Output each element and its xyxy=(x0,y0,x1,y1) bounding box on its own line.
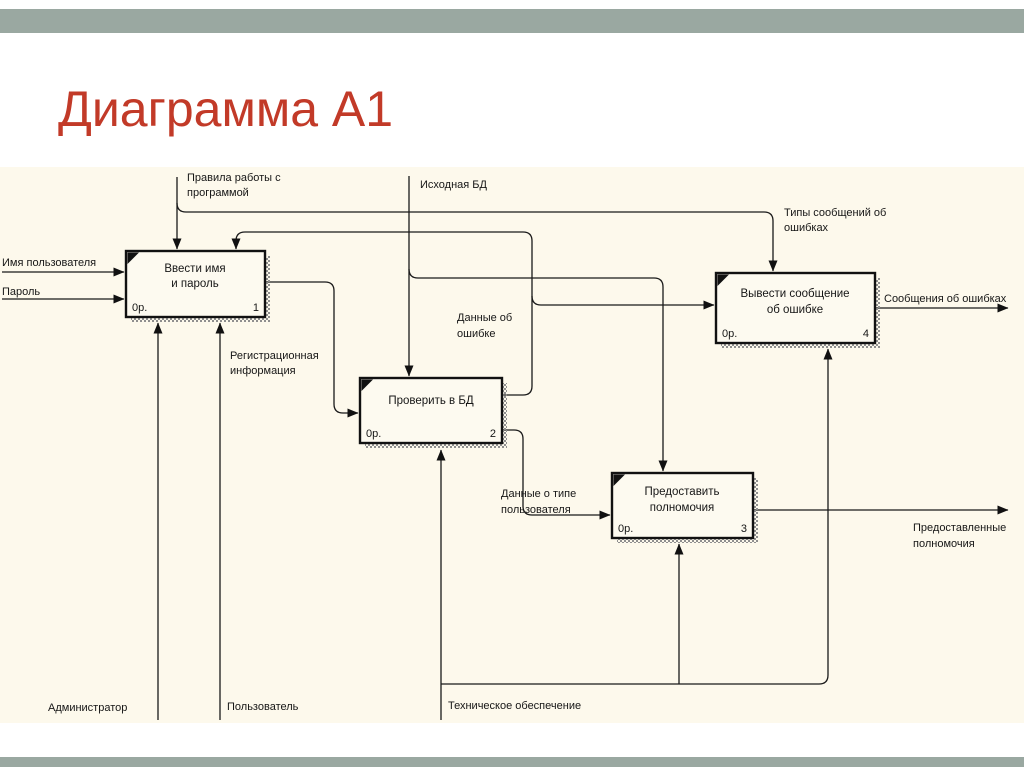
label-user: Пользователь xyxy=(227,701,299,713)
box1-number: 1 xyxy=(253,302,259,314)
activity-box-4: Вывести сообщение об ошибке 0р. 4 xyxy=(714,271,880,348)
label-user-type-line1: Данные о типе xyxy=(501,488,576,500)
box4-corner-mark xyxy=(717,274,729,286)
label-password: Пароль xyxy=(2,286,40,298)
label-error-messages-out: Сообщения об ошибках xyxy=(884,293,1007,305)
label-technical-support: Техническое обеспечение xyxy=(448,700,581,712)
arrow-source-db-control-box3 xyxy=(408,268,668,472)
box2-corner-mark xyxy=(361,379,373,391)
box3-title-line2: полномочия xyxy=(650,502,715,514)
label-error-data-line2: ошибке xyxy=(457,328,495,340)
arrow-error-data-to-box4 xyxy=(531,295,715,310)
activity-box-1: Ввести имя и пароль 0р. 1 xyxy=(124,249,270,322)
box3-title-line1: Предоставить xyxy=(645,486,720,498)
box1-cost: 0р. xyxy=(132,302,147,314)
label-registration-line1: Регистрационная xyxy=(230,350,319,362)
box3-number: 3 xyxy=(741,523,747,535)
box3-corner-mark xyxy=(613,474,625,486)
box3-rect xyxy=(610,471,755,540)
label-rules-line1: Правила работы с xyxy=(187,172,281,184)
box3-cost: 0р. xyxy=(618,523,633,535)
label-error-types-line2: ошибках xyxy=(784,222,829,234)
activity-box-2: Проверить в БД 0р. 2 xyxy=(358,376,507,448)
page-title: Диаграмма А1 xyxy=(58,81,394,137)
bottom-accent-bar xyxy=(0,757,1024,767)
arrow-tech-mechanism-box4 xyxy=(441,348,833,685)
top-accent-bar xyxy=(0,9,1024,33)
arrow-error-data-feedback-box1 xyxy=(231,231,533,396)
label-registration-line2: информация xyxy=(230,365,296,377)
box4-rect xyxy=(714,271,877,345)
arrow-error-types-control-box4 xyxy=(176,202,778,272)
idef0-diagram-svg: Ввести имя и пароль 0р. 1 Проверить в БД… xyxy=(2,172,1009,720)
arrow-registration-info xyxy=(266,281,359,418)
box2-number: 2 xyxy=(490,428,496,440)
box1-rect xyxy=(124,249,267,319)
label-rules-line2: программой xyxy=(187,187,249,199)
box4-title-line1: Вывести сообщение xyxy=(740,288,849,300)
label-granted-line2: полномочия xyxy=(913,538,975,550)
box4-title-line2: об ошибке xyxy=(767,304,823,316)
label-error-data-line1: Данные об xyxy=(457,312,512,324)
label-source-db: Исходная БД xyxy=(420,179,488,191)
label-username: Имя пользователя xyxy=(2,257,96,269)
label-granted-line1: Предоставленные xyxy=(913,522,1006,534)
box4-cost: 0р. xyxy=(722,328,737,340)
activity-box-3: Предоставить полномочия 0р. 3 xyxy=(610,471,758,543)
box2-cost: 0р. xyxy=(366,428,381,440)
box4-number: 4 xyxy=(863,328,869,340)
box1-title-line2: и пароль xyxy=(171,278,218,290)
label-administrator: Администратор xyxy=(48,702,127,714)
box2-rect xyxy=(358,376,504,445)
box1-corner-mark xyxy=(127,252,139,264)
box1-title-line1: Ввести имя xyxy=(164,263,225,275)
arrow-user-type-data xyxy=(503,429,611,520)
label-user-type-line2: пользователя xyxy=(501,504,571,516)
label-error-types-line1: Типы сообщений об xyxy=(784,207,886,219)
box2-title-line1: Проверить в БД xyxy=(388,395,474,407)
idef0-diagram-area: Ввести имя и пароль 0р. 1 Проверить в БД… xyxy=(0,167,1024,723)
